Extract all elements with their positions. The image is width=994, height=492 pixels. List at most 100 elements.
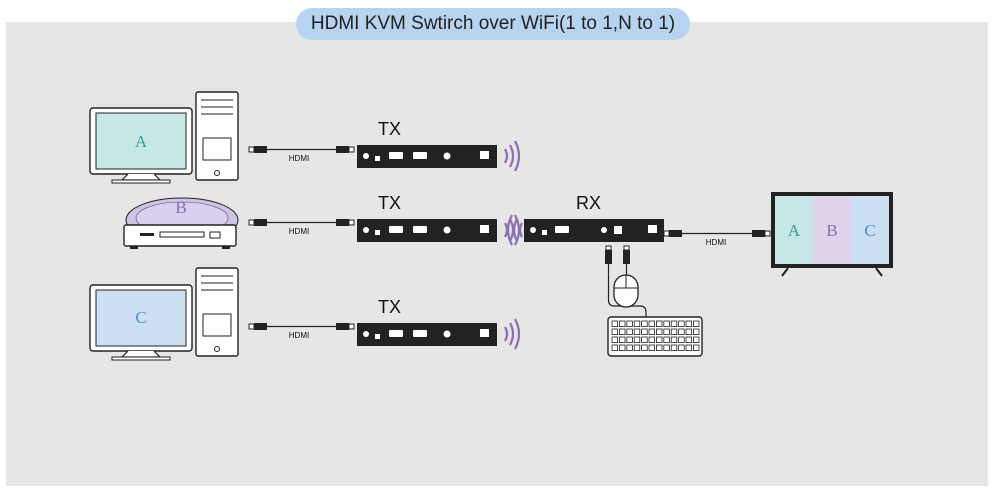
tv-display: A B C: [771, 192, 893, 277]
keyboard-key: [611, 320, 618, 327]
usb-plug-icon: [605, 250, 612, 264]
keyboard-key: [670, 328, 678, 335]
usb-plug-icon: [623, 250, 630, 264]
keyboard-key: [656, 344, 663, 351]
keyboard-key: [656, 336, 663, 343]
keyboard-key: [619, 344, 626, 351]
keyboard-key: [611, 336, 618, 343]
hdmi-plug-icon: [254, 146, 267, 153]
hdmi-plug-icon: [254, 323, 267, 330]
pc-tower-icon: [195, 267, 239, 357]
source-a-letter: A: [135, 132, 148, 151]
keyboard-key: [663, 320, 670, 327]
keyboard-key: [633, 336, 641, 343]
keyboard-key: [678, 336, 685, 343]
keyboard-key: [633, 328, 641, 335]
keyboard-key: [626, 336, 633, 343]
keyboard-key: [648, 336, 655, 343]
keyboard-key: [663, 328, 670, 335]
tx-unit-2: TX: [357, 193, 521, 247]
mouse: [613, 274, 639, 308]
hdmi-plug-icon: [254, 219, 267, 226]
keyboard-key: [663, 336, 670, 343]
hdmi-cable-2: HDMI: [248, 219, 355, 236]
hdmi-plug-icon: [752, 230, 765, 237]
keyboard-key: [670, 336, 678, 343]
keyboard-key: [626, 328, 633, 335]
hdmi-plug-icon: [336, 323, 349, 330]
keyboard-key: [693, 336, 700, 343]
keyboard-key: [678, 328, 685, 335]
monitor-a: A: [89, 107, 193, 184]
keyboard-key: [641, 320, 648, 327]
tv-letter-c: C: [864, 221, 875, 240]
wifi-icon: [503, 139, 521, 173]
keyboard-key: [641, 344, 648, 351]
keyboard-key: [633, 344, 641, 351]
tx-unit-3: TX: [357, 297, 521, 351]
title-text: HDMI KVM Swtirch over WiFi(1 to 1,N to 1…: [310, 13, 676, 34]
keyboard-key: [693, 328, 700, 335]
keyboard-key: [678, 344, 685, 351]
keyboard-key: [611, 344, 618, 351]
hdmi-label: HDMI: [706, 238, 726, 247]
hdmi-cable-rx-tv: HDMI: [663, 230, 771, 247]
tx-label: TX: [378, 297, 401, 317]
tv-screen-b: [813, 196, 851, 264]
keyboard-key: [663, 344, 670, 351]
keyboard-key: [693, 344, 700, 351]
keyboard-key: [678, 320, 685, 327]
tx-label: TX: [378, 193, 401, 213]
hdmi-plug-icon: [669, 230, 682, 237]
source-b-letter: B: [175, 198, 186, 217]
keyboard-key: [670, 320, 678, 327]
keyboard-key: [685, 336, 692, 343]
tv-letter-a: A: [788, 221, 801, 240]
keyboard-key: [626, 320, 633, 327]
keyboard-key: [656, 328, 663, 335]
keyboard-key: [633, 320, 641, 327]
hdmi-label: HDMI: [289, 227, 309, 236]
keyboard-key: [648, 328, 655, 335]
keyboard-key: [685, 320, 692, 327]
source-c-letter: C: [135, 308, 146, 327]
hdmi-cable-1: HDMI: [248, 146, 355, 163]
hdmi-label: HDMI: [289, 154, 309, 163]
rx-device: [524, 219, 664, 242]
screen-c: [95, 289, 187, 347]
tx-label: TX: [378, 119, 401, 139]
keyboard-key: [619, 336, 626, 343]
pc-tower-c: [195, 267, 239, 357]
hdmi-plug-icon: [336, 219, 349, 226]
rx-label: RX: [576, 193, 601, 213]
keyboard-key: [641, 336, 648, 343]
keyboard-key: [670, 344, 678, 351]
keyboard-key: [611, 328, 618, 335]
tv-screen-c: [851, 196, 889, 264]
keyboard-key: [648, 344, 655, 351]
monitor-c: C: [89, 284, 193, 361]
keyboard-key: [685, 328, 692, 335]
keyboard-key: [626, 344, 633, 351]
pc-tower-a: [195, 91, 239, 181]
wifi-icon: [506, 213, 524, 247]
pc-tower-icon: [195, 91, 239, 181]
keyboard-key: [656, 320, 663, 327]
keyboard-key: [641, 328, 648, 335]
keyboard: [607, 316, 703, 357]
keyboard-key: [619, 320, 626, 327]
diagram-title: HDMI KVM Swtirch over WiFi(1 to 1,N to 1…: [296, 8, 690, 40]
keyboard-key: [648, 320, 655, 327]
keyboard-key: [619, 328, 626, 335]
tv-letter-b: B: [826, 221, 837, 240]
wifi-icon: [503, 317, 521, 351]
tx-unit-1: TX: [357, 119, 521, 173]
keyboard-key: [685, 344, 692, 351]
screen-a: [95, 112, 187, 170]
usb-cable-mouse: [623, 245, 630, 276]
hdmi-label: HDMI: [289, 331, 309, 340]
tv-screen-a: [775, 196, 813, 264]
keyboard-key: [693, 320, 700, 327]
hdmi-plug-icon: [336, 146, 349, 153]
